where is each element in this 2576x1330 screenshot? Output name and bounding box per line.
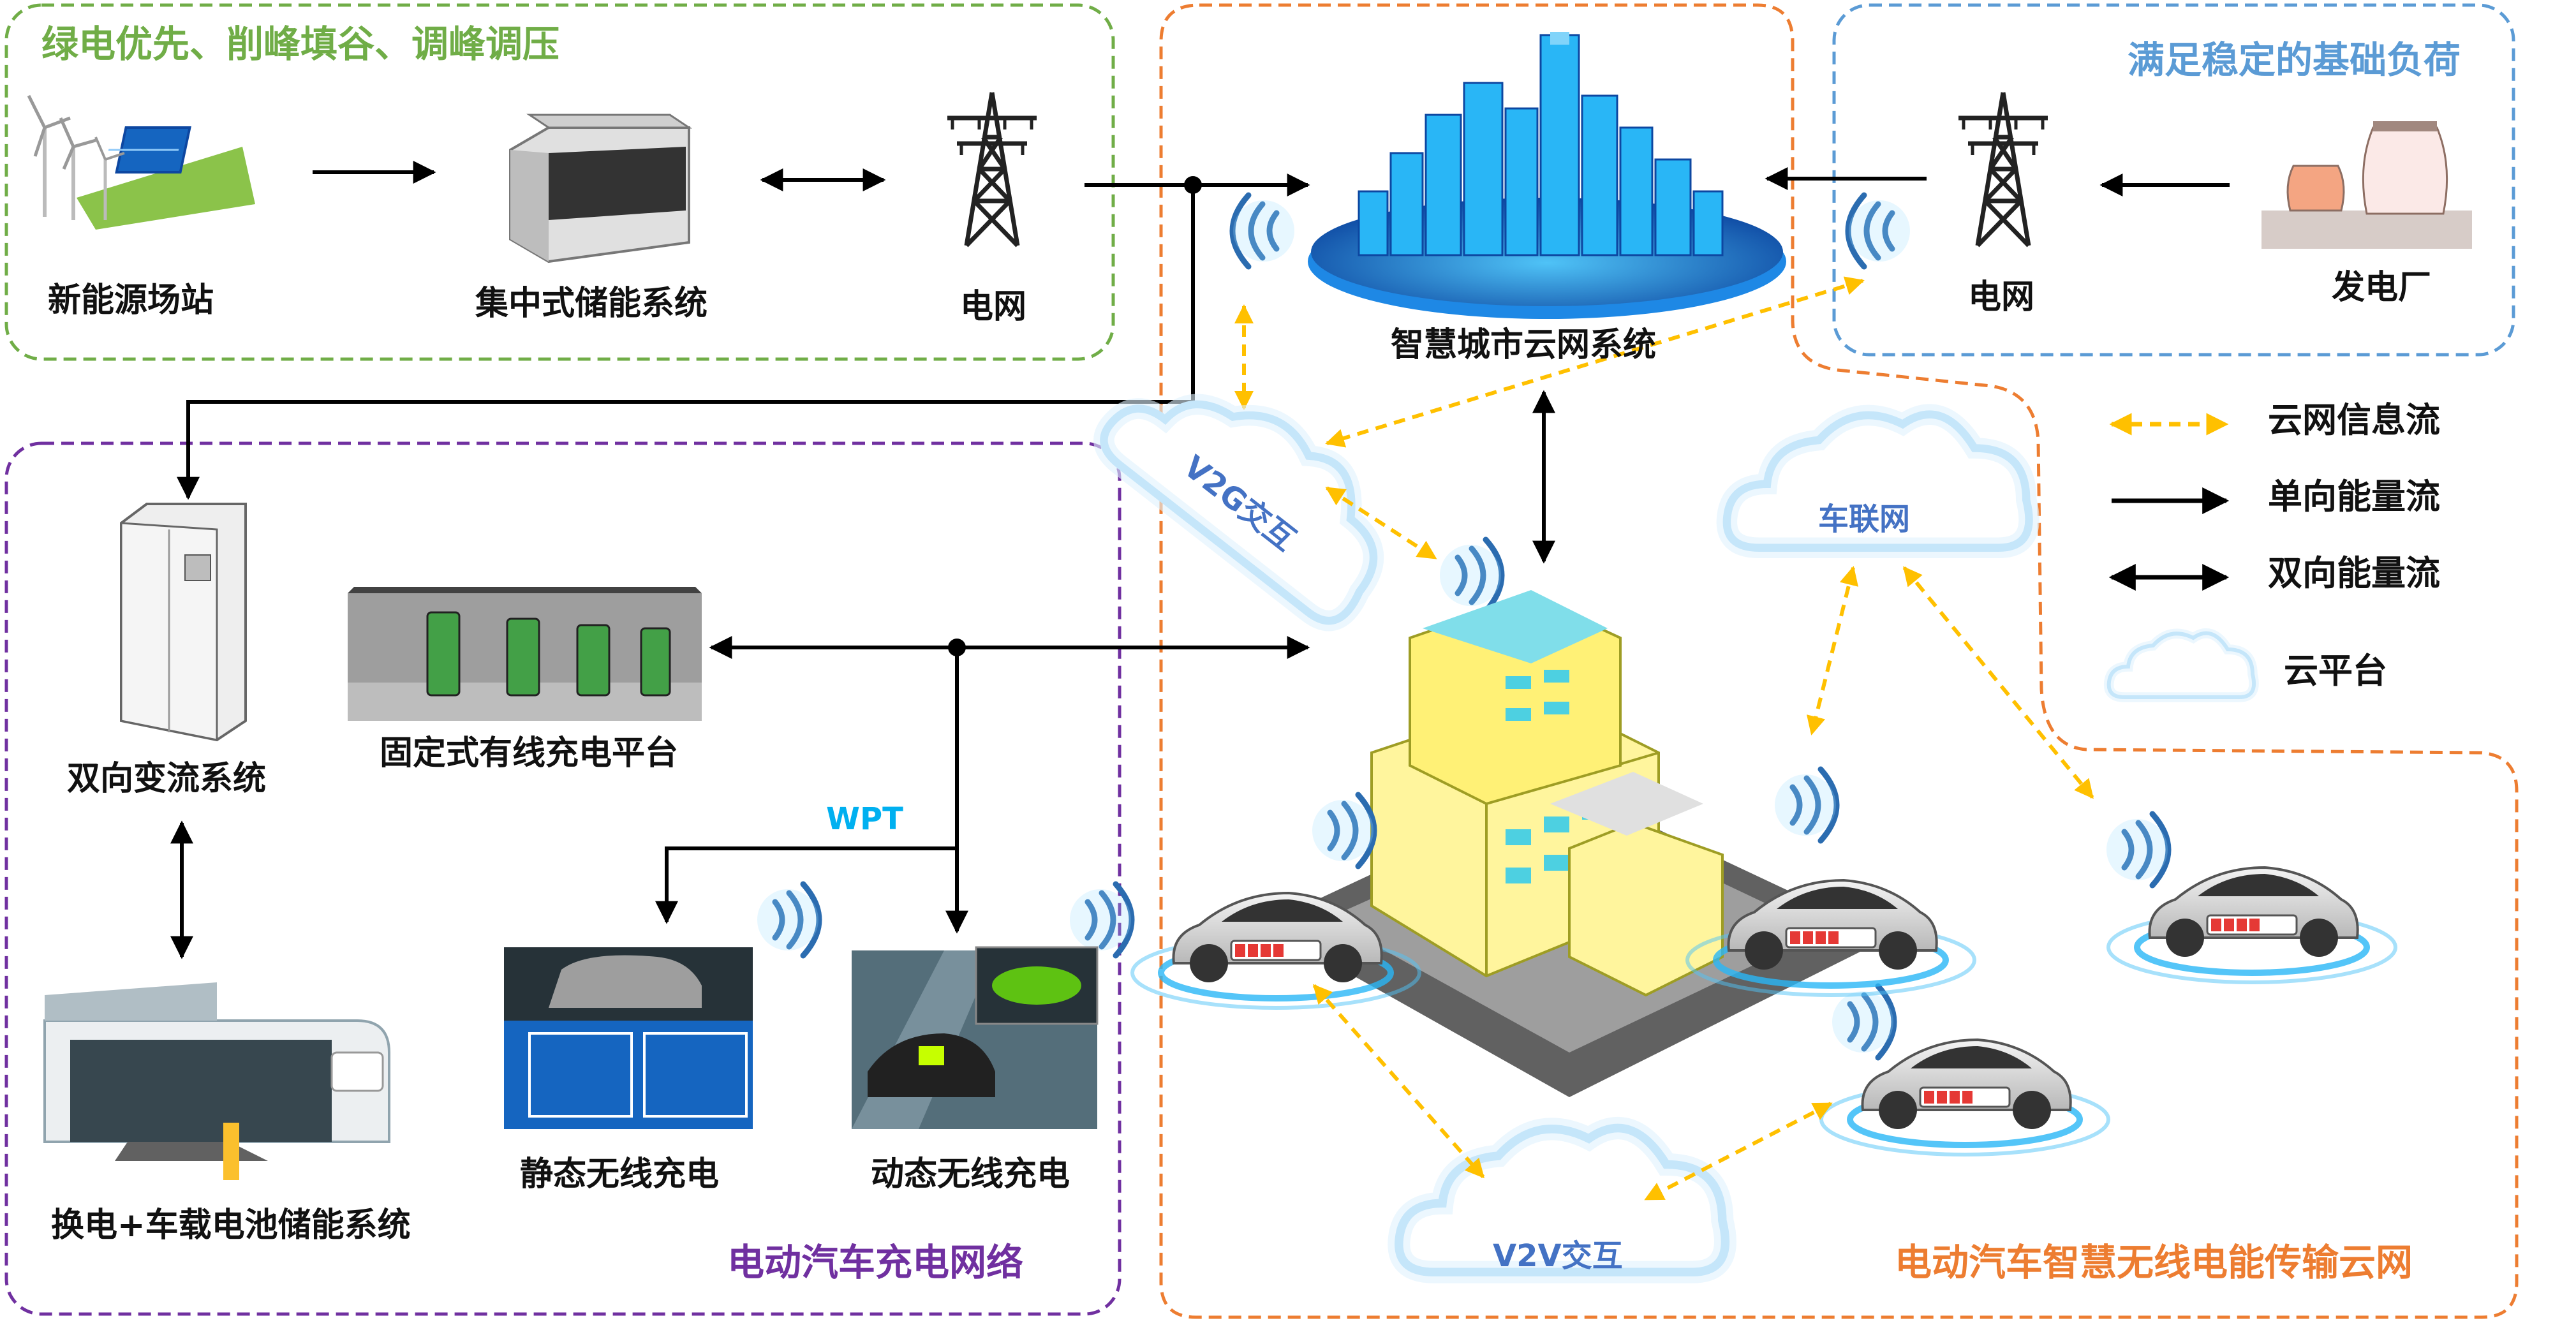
- info-flow-v2g-building: [1325, 486, 1437, 560]
- group-title-purple: 电动汽车充电网络: [727, 1241, 1024, 1284]
- fixed-wired-charging-icon: [348, 587, 702, 721]
- wifi-icon-car-right: [2106, 814, 2168, 885]
- grid-right-tower-icon: [1958, 92, 2048, 246]
- label-static-wireless: 静态无线充电: [520, 1155, 720, 1193]
- info-flow-car-v2v-right: [1644, 1102, 1833, 1201]
- legend-two-way-label: 双向能量流: [2268, 553, 2440, 593]
- building-complex-icon: [1263, 590, 1888, 1097]
- info-flow-car-v2v-left: [1312, 984, 1485, 1179]
- group-box-green: [4, 3, 1115, 361]
- legend-cloud-platform-label: 云平台: [2284, 651, 2387, 691]
- label-fixed-wired-charging: 固定式有线充电平台: [380, 734, 679, 772]
- label-dynamic-wireless: 动态无线充电: [871, 1155, 1070, 1193]
- dynamic-wireless-charging-icon: [852, 946, 1099, 1129]
- label-smart-city: 智慧城市云网系统: [1391, 326, 1657, 364]
- wifi-icon-dynamic-wireless: [1070, 884, 1132, 956]
- label-wpt: WPT: [826, 801, 903, 837]
- wifi-icon-building-left: [1440, 540, 1502, 611]
- label-power-plant: 发电厂: [2332, 269, 2432, 307]
- smart-city-icon: [1308, 32, 1786, 319]
- wifi-icon-static-wireless: [757, 884, 819, 956]
- info-flow-grid-right-v2g: [1325, 276, 1865, 448]
- label-renewable-station: 新能源场站: [48, 281, 214, 320]
- legend-info-flow-label: 云网信息流: [2268, 400, 2440, 440]
- wifi-icon-grid-right: [1848, 195, 1910, 267]
- renewable-station-icon: [27, 94, 255, 230]
- wifi-icon-car-center: [1775, 769, 1837, 841]
- label-battery-swap: 换电+车载电池储能系统: [51, 1206, 411, 1245]
- bidirectional-converter-icon: [120, 503, 247, 742]
- label-grid-right: 电网: [1968, 278, 2035, 316]
- label-iov-cloud: 车联网: [1818, 501, 1911, 537]
- central-storage-icon: [509, 114, 692, 263]
- info-flow-iov-car: [1806, 566, 1859, 735]
- v2g-cloud-icon: [1094, 340, 1414, 631]
- ev-car-bottom: [1821, 1040, 2108, 1155]
- line-junction-to-converter: [177, 185, 1195, 500]
- wifi-icon-building-car: [1312, 795, 1374, 866]
- label-v2v-cloud: V2V交互: [1493, 1238, 1623, 1274]
- info-flow-iov-car-right: [1902, 566, 2094, 799]
- group-title-orange: 电动汽车智慧无线电能传输云网: [1895, 1241, 2413, 1284]
- legend-one-way-label: 单向能量流: [2268, 477, 2440, 517]
- group-box-purple: [4, 441, 1121, 1316]
- power-plant-icon: [2261, 121, 2472, 249]
- legend-cloud-icon: [2109, 633, 2254, 697]
- label-grid-left: 电网: [960, 288, 1027, 326]
- label-central-storage: 集中式储能系统: [475, 284, 708, 323]
- grid-left-tower-icon: [947, 92, 1037, 246]
- wifi-icon-city-left: [1232, 195, 1294, 267]
- group-title-green: 绿电优先、削峰填谷、调峰调压: [41, 22, 560, 66]
- static-wireless-charging-icon: [504, 947, 753, 1129]
- group-title-blue: 满足稳定的基础负荷: [2128, 38, 2461, 82]
- junction-dot-bottom: [948, 639, 966, 656]
- battery-swap-station-icon: [43, 982, 390, 1180]
- arrow-to-static-wireless: [655, 846, 957, 924]
- label-bidirectional-converter: 双向变流系统: [67, 760, 267, 798]
